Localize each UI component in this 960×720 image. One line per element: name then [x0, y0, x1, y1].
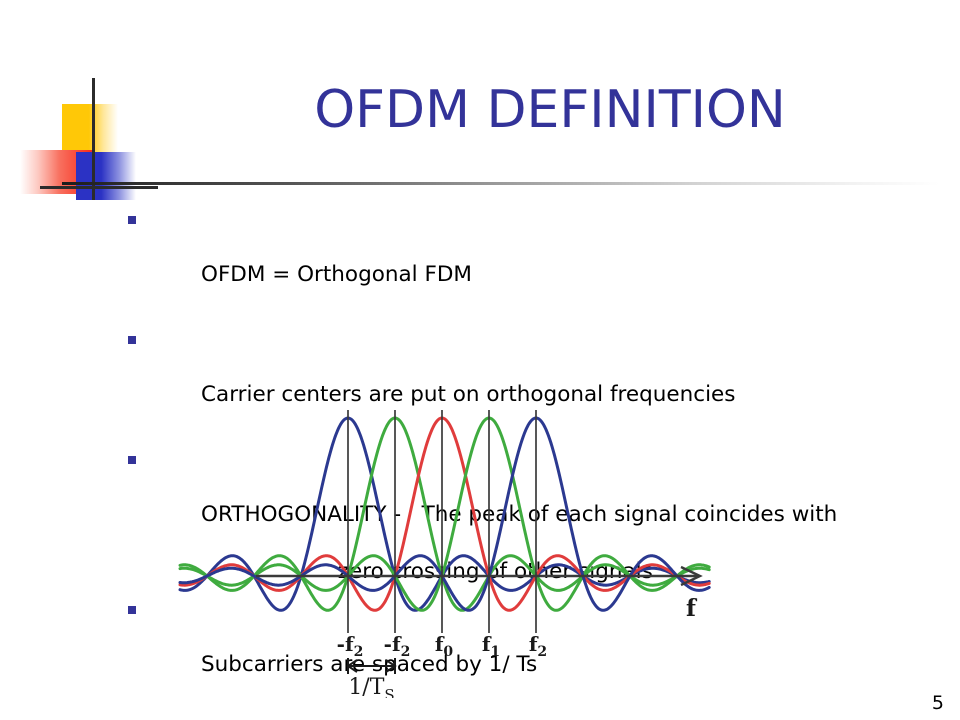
ofdm-spectrum-svg: 1/TS -f2 -f2 f0 f1 f2 f [178, 410, 711, 698]
title-divider [62, 182, 940, 185]
sinc-curve [178, 416, 711, 612]
list-item: OFDM = Orthogonal FDM [118, 206, 918, 316]
vertical-reference-lines [347, 410, 537, 633]
list-item-label: Carrier centers are put on orthogonal fr… [201, 382, 736, 408]
axis-tick-label: f0 [435, 632, 454, 660]
axis-tick-label: f1 [482, 632, 500, 660]
subcarrier-spacing-arrow-icon [346, 658, 397, 674]
bullet-square-icon [128, 216, 136, 224]
page-title: OFDM DEFINITION [314, 80, 786, 140]
sinc-curve [178, 416, 711, 612]
sinc-curve [178, 416, 711, 612]
spacing-annotation: 1/TS [346, 658, 397, 698]
sinc-curve-group [178, 416, 711, 612]
bullet-square-icon [128, 605, 136, 614]
list-item: Carrier centers are put on orthogonal fr… [118, 326, 918, 436]
axis-tick-label: f2 [529, 632, 547, 660]
frequency-axis-group [256, 565, 703, 587]
axis-arrowhead-icon [680, 565, 703, 587]
slide-logo-decoration [18, 78, 158, 200]
axis-label-frequency: f [686, 595, 698, 622]
page-number: 5 [931, 692, 944, 714]
sinc-curve [178, 416, 711, 612]
axis-tick-label: -f2 [384, 632, 411, 660]
logo-horizontal-line [40, 186, 158, 189]
subcarrier-spacing-label: 1/TS [348, 675, 394, 698]
bullet-square-icon [128, 456, 136, 465]
bullet-square-icon [128, 336, 136, 345]
logo-blue-square [76, 152, 136, 200]
axis-tick-label: -f2 [337, 632, 364, 660]
logo-vertical-line [92, 78, 95, 200]
list-item-label: OFDM = Orthogonal FDM [201, 262, 472, 288]
ofdm-spectrum-figure: 1/TS -f2 -f2 f0 f1 f2 f [170, 398, 750, 698]
